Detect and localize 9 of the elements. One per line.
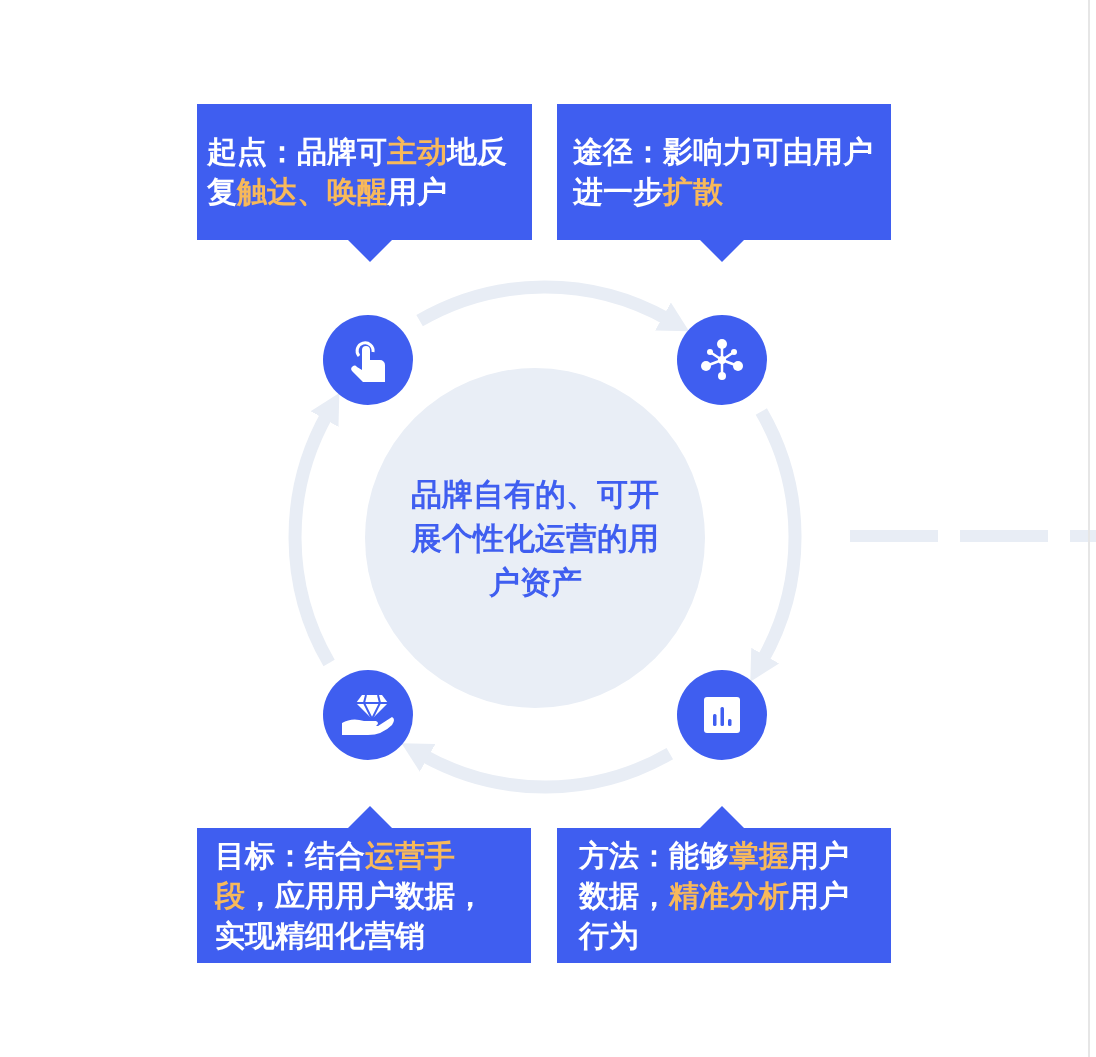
cycle-arrow [400, 743, 673, 794]
center-text: 品牌自有的、可开展个性化运营的用户资产 [410, 475, 660, 602]
callout-text: 途径：影响力可由用户进一步扩散 [573, 133, 874, 211]
callout-text: 方法：能够掌握用户数据，精准分析用户行为 [579, 836, 850, 955]
cycle-arrow [288, 392, 340, 666]
cycle-arrow [416, 280, 690, 332]
callout-text: 目标：结合运营手段，应用用户数据，实现精细化营销 [215, 836, 486, 955]
callout-text: 起点：品牌可主动地反复触达、唤醒用户 [207, 133, 508, 211]
cycle-arrow [750, 408, 802, 683]
